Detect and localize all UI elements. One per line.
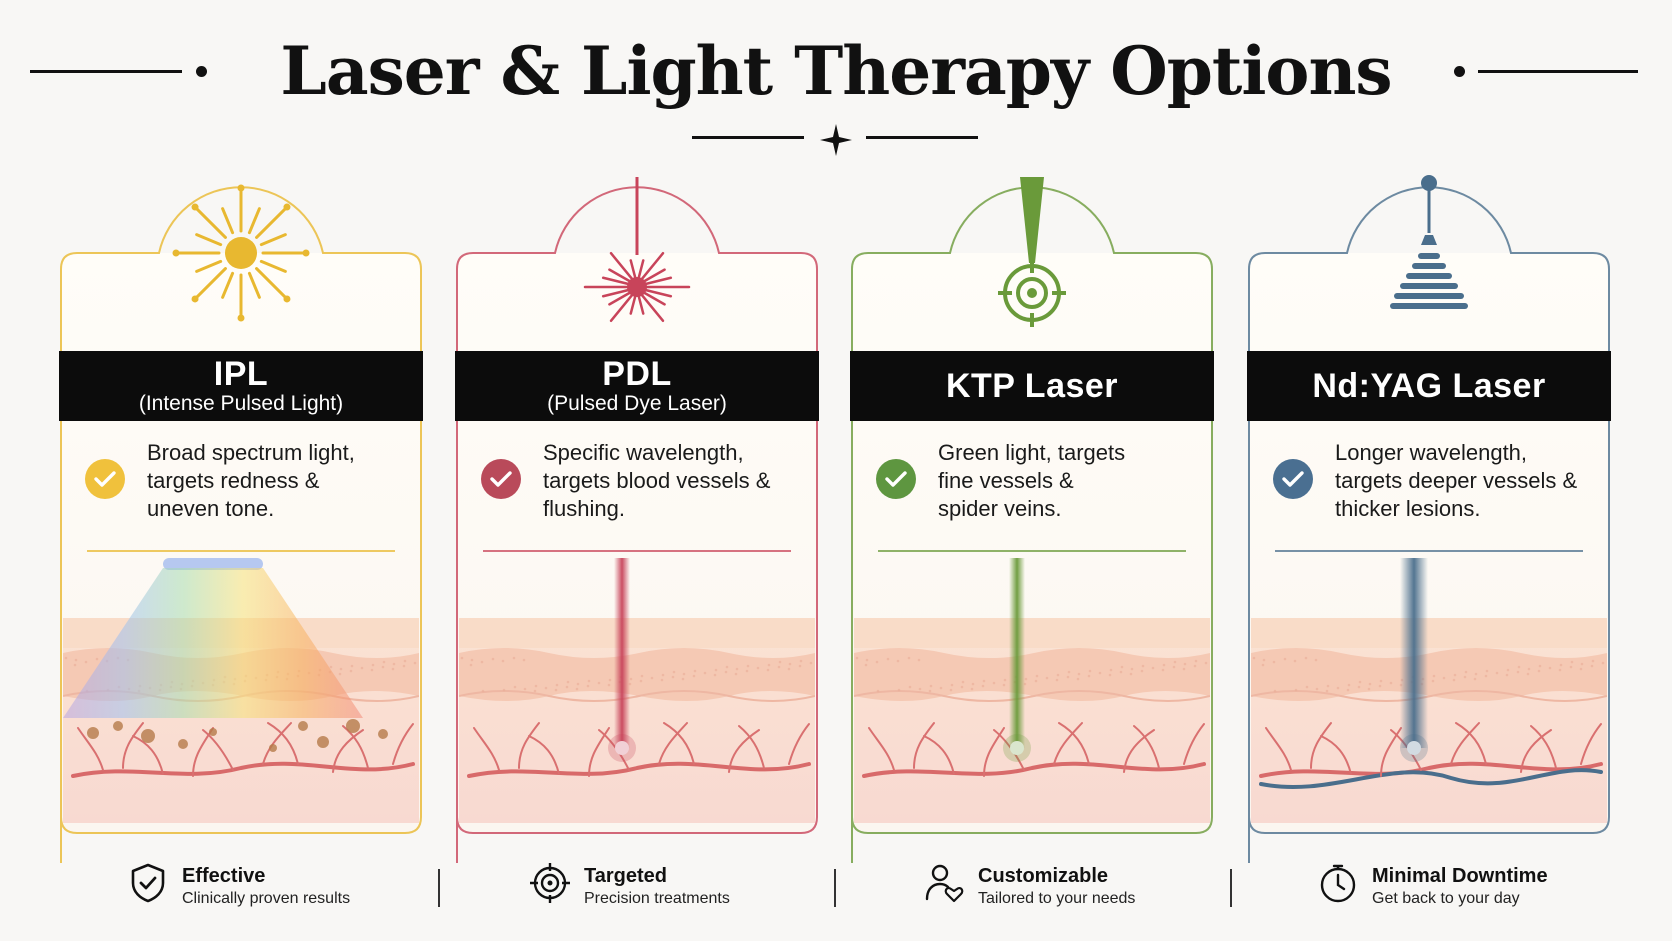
card-divider — [1275, 550, 1583, 552]
description-line: Longer wavelength, — [1335, 440, 1528, 465]
page-title: Laser & Light Therapy Options — [280, 32, 1392, 110]
clock-icon — [1320, 864, 1356, 903]
feature-subtitle: Get back to your day — [1372, 890, 1520, 907]
treatment-card-pdl: PDL(Pulsed Dye Laser) Specific wavelength… — [455, 163, 819, 863]
title-dot-left — [196, 66, 207, 77]
card-title-band: Nd:YAG Laser — [1247, 351, 1611, 421]
card-title: Nd:YAG Laser — [1312, 367, 1546, 405]
description-line: targets deeper vessels & — [1335, 468, 1578, 493]
feature-subtitle: Precision treatments — [584, 890, 730, 907]
feature-subtitle: Clinically proven results — [182, 890, 351, 907]
description-text: Specific wavelength, targets blood vessel… — [543, 439, 823, 523]
description-line: targets blood vessels & — [543, 468, 771, 493]
feature-title: Customizable — [978, 865, 1109, 887]
description-text: Broad spectrum light, targets redness & un… — [147, 439, 427, 523]
feature-title: Effective — [182, 865, 266, 887]
description-line: fine vessels & — [938, 468, 1074, 493]
skin-cross-section-illustration — [1251, 558, 1607, 823]
card-title: KTP Laser — [945, 367, 1119, 405]
checkmark-icon — [1273, 459, 1313, 499]
description-line: thicker lesions. — [1335, 496, 1481, 521]
description-line: Specific wavelength, — [543, 440, 744, 465]
header: Laser & Light Therapy Options — [0, 0, 1672, 156]
skin-cross-section-illustration — [63, 558, 419, 823]
target-beam-icon — [998, 177, 1066, 327]
feature-title: Targeted — [584, 865, 667, 887]
description-line: flushing. — [543, 496, 625, 521]
description-text: Green light, targets fine vessels & spider… — [938, 439, 1218, 523]
shield-check-icon — [131, 863, 165, 903]
treatment-card-ipl: IPL(Intense Pulsed Light) Broad spectrum … — [59, 163, 423, 863]
feature-subtitle: Tailored to your needs — [978, 890, 1136, 907]
feature-separator — [1230, 869, 1232, 907]
card-description: Longer wavelength, targets deeper vessels… — [1273, 439, 1593, 529]
sunburst-icon — [172, 184, 310, 322]
card-frame — [851, 186, 1213, 863]
subtitle-rule-left — [692, 136, 804, 139]
feature-title: Minimal Downtime — [1372, 865, 1548, 887]
card-subtitle: (Pulsed Dye Laser) — [547, 392, 727, 415]
description-line: uneven tone. — [147, 496, 275, 521]
card-description: Green light, targets fine vessels & spider… — [876, 439, 1196, 529]
description-line: spider veins. — [938, 496, 1062, 521]
title-dot-right — [1454, 66, 1465, 77]
checkmark-icon — [876, 459, 916, 499]
star-ornament-icon — [820, 124, 852, 156]
card-description: Specific wavelength, targets blood vessel… — [481, 439, 801, 529]
crosshair-icon — [530, 863, 570, 903]
checkmark-icon — [481, 459, 521, 499]
deep-beam-icon — [1390, 175, 1468, 309]
laser-burst-icon — [583, 177, 691, 323]
card-divider — [878, 550, 1186, 552]
card-frame — [60, 186, 422, 863]
description-line: targets redness & — [147, 468, 320, 493]
card-frame — [1248, 186, 1610, 863]
card-title-band: PDL(Pulsed Dye Laser) — [455, 351, 819, 421]
card-divider — [87, 550, 395, 552]
card-description: Broad spectrum light, targets redness & un… — [85, 439, 405, 529]
feature-separator — [834, 869, 836, 907]
skin-cross-section-illustration — [854, 558, 1210, 823]
description-line: Broad spectrum light, — [147, 440, 355, 465]
description-text: Longer wavelength, targets deeper vessels… — [1335, 439, 1615, 523]
card-title: PDL — [602, 355, 672, 393]
checkmark-icon — [85, 459, 125, 499]
title-rule-left — [30, 70, 182, 73]
features-bar: Effective Clinically proven results Targ… — [0, 855, 1672, 925]
person-heart-icon — [925, 864, 964, 903]
card-title-band: IPL(Intense Pulsed Light) — [59, 351, 423, 421]
subtitle-rule-right — [866, 136, 978, 139]
card-divider — [483, 550, 791, 552]
title-rule-right — [1478, 70, 1638, 73]
card-title-band: KTP Laser — [850, 351, 1214, 421]
card-title: IPL — [213, 355, 269, 393]
description-line: Green light, targets — [938, 440, 1126, 465]
feature-separator — [438, 869, 440, 907]
card-frame — [456, 186, 818, 863]
skin-cross-section-illustration — [459, 558, 815, 823]
card-subtitle: (Intense Pulsed Light) — [138, 392, 344, 415]
